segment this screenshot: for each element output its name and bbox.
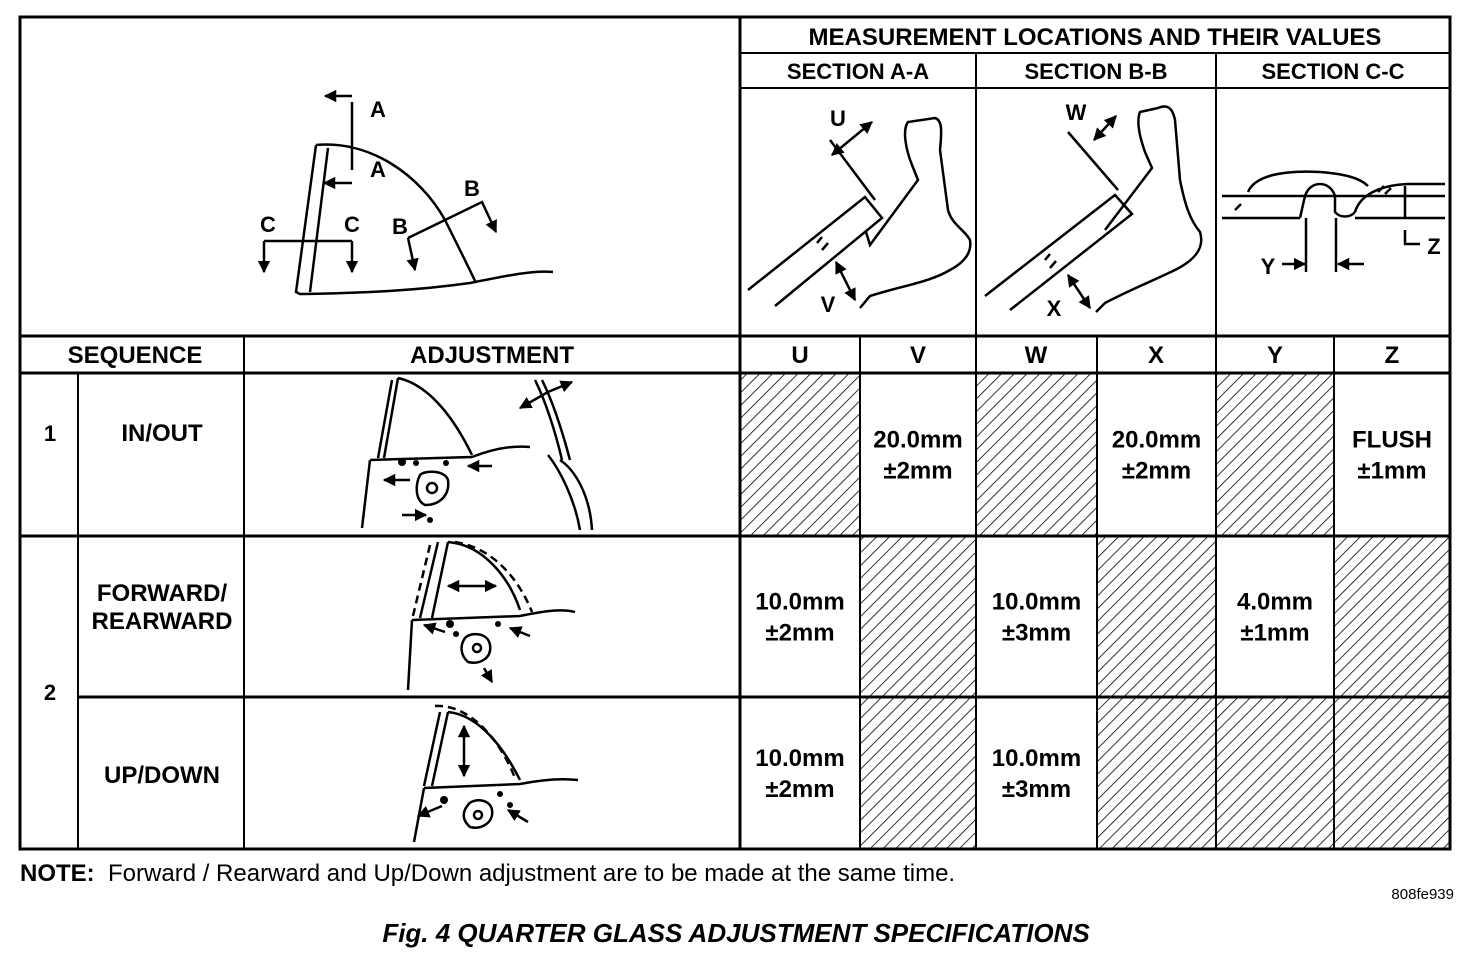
adjust-in-out: IN/OUT <box>121 420 203 447</box>
cell-2-z-hatched <box>1334 536 1450 697</box>
col-x: X <box>1148 342 1164 369</box>
col-v: V <box>910 342 926 369</box>
cell-1-x-value-1: 20.0mm <box>1112 427 1201 454</box>
in-out-bolts <box>398 458 449 523</box>
cell-2-w-value-1: 10.0mm <box>992 589 1081 616</box>
col-y: Y <box>1267 342 1283 369</box>
forward-rearward-illustration <box>406 540 576 691</box>
cell-3-v-hatched <box>860 697 976 849</box>
cell-2-u-value-2: ±2mm <box>765 620 834 647</box>
cell-3-w-value-2: ±3mm <box>1002 776 1071 803</box>
cell-2-x-hatched <box>1097 536 1216 697</box>
cell-3-u-value-1: 10.0mm <box>755 745 844 772</box>
col-u: U <box>791 342 808 369</box>
overview-drawing <box>257 89 554 296</box>
cell-1-y-hatched <box>1216 373 1334 536</box>
cell-3-y-hatched <box>1216 697 1334 849</box>
cell-1-z-value-2: ±1mm <box>1357 458 1426 485</box>
adjust-up-down: UP/DOWN <box>104 762 220 789</box>
label-u: U <box>830 106 846 131</box>
section-b-heading: SECTION B-B <box>1025 59 1168 84</box>
label-c-right: C <box>344 212 360 237</box>
forward-rearward-bolts <box>446 620 501 637</box>
col-z: Z <box>1385 342 1400 369</box>
in-out-illustration <box>360 376 594 531</box>
section-a-heading: SECTION A-A <box>787 59 929 84</box>
label-w: W <box>1066 100 1087 125</box>
label-y: Y <box>1261 254 1276 279</box>
cell-1-w-hatched <box>976 373 1097 536</box>
cell-1-v-value-2: ±2mm <box>883 458 952 485</box>
up-down-bolts <box>440 791 513 808</box>
cell-3-u-value-2: ±2mm <box>765 776 834 803</box>
header-title: MEASUREMENT LOCATIONS AND THEIR VALUES <box>809 24 1382 51</box>
section-c-drawing <box>1222 170 1445 272</box>
table-grid <box>18 15 1452 851</box>
cell-3-z-hatched <box>1334 697 1450 849</box>
cell-1-v-value-1: 20.0mm <box>873 427 962 454</box>
label-v: V <box>821 292 836 317</box>
cell-3-x-hatched <box>1097 697 1216 849</box>
col-sequence: SEQUENCE <box>68 342 203 369</box>
note-line: NOTE: Forward / Rearward and Up/Down adj… <box>20 860 955 888</box>
cell-1-x-value-2: ±2mm <box>1122 458 1191 485</box>
section-c-heading: SECTION C-C <box>1262 59 1405 84</box>
col-w: W <box>1025 342 1048 369</box>
cell-3-w-value-1: 10.0mm <box>992 745 1081 772</box>
value-cells: 20.0mm ±2mm 20.0mm ±2mm FLUSH ±1mm 10.0mm ±2mm 1… <box>755 427 1432 804</box>
figure-caption: Fig. 4 QUARTER GLASS ADJUSTMENT SPECIFIC… <box>382 918 1090 948</box>
note-text: Forward / Rearward and Up/Down adjustmen… <box>108 860 956 887</box>
cell-1-z-value-1: FLUSH <box>1352 427 1432 454</box>
label-c-left: C <box>260 212 276 237</box>
cell-2-v-hatched <box>860 536 976 697</box>
seq-1: 1 <box>44 421 56 446</box>
cell-1-u-hatched <box>740 373 860 536</box>
label-x: X <box>1047 296 1062 321</box>
label-b-right: B <box>464 176 480 201</box>
section-a-drawing <box>747 116 972 309</box>
cell-2-u-value-1: 10.0mm <box>755 589 844 616</box>
label-z: Z <box>1427 234 1440 259</box>
label-b-left: B <box>392 214 408 239</box>
up-down-illustration <box>412 704 579 843</box>
cell-2-y-value-2: ±1mm <box>1240 620 1309 647</box>
label-a-top: A <box>370 97 386 122</box>
cell-2-y-value-1: 4.0mm <box>1237 589 1313 616</box>
seq-2: 2 <box>44 680 56 705</box>
note-label: NOTE: <box>20 860 95 887</box>
cell-2-w-value-2: ±3mm <box>1002 620 1071 647</box>
col-adjustment: ADJUSTMENT <box>410 342 574 369</box>
adjust-rearward: REARWARD <box>92 608 233 635</box>
section-b-drawing <box>984 105 1203 313</box>
figure-code: 808fe939 <box>1391 886 1454 903</box>
label-a-bottom: A <box>370 157 386 182</box>
hatched-cells <box>740 373 1450 849</box>
adjust-forward: FORWARD/ <box>97 580 228 607</box>
